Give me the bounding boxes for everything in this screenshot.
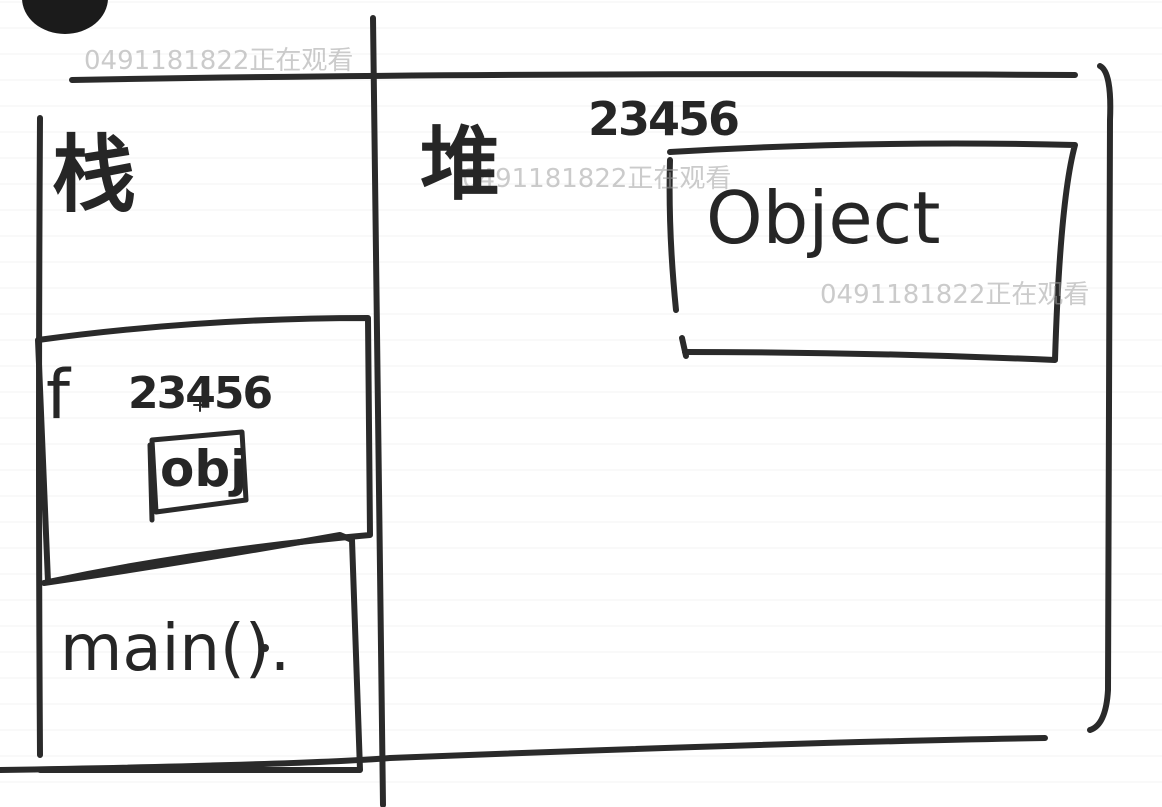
frame-main-label: main(). [60,612,291,686]
right-border-line [1087,63,1114,733]
stack-heap-divider [370,15,386,807]
watermark-right: 0491181822正在观看 [820,280,1090,310]
heap-address: 23456 [588,92,740,146]
obj-variable-label: obj [160,440,248,498]
heap-title: 堆 [420,118,500,211]
frame-f-address: 23456 [128,368,273,419]
stack-left-border [36,115,43,758]
heap-object-box [667,140,1078,363]
top-border-line [69,71,1078,83]
frame-f-label: f [46,356,70,435]
heap-object-label: Object [706,176,941,260]
watermark-middle: 0491181822正在观看 [462,164,732,194]
bottom-border-line [0,735,1048,773]
stack-title: 栈 [52,126,137,224]
watermark-top: 0491181822正在观看 [84,46,354,76]
obj-variable-box [149,429,249,515]
frame-f-box [35,315,373,585]
frame-main-box [37,532,363,773]
